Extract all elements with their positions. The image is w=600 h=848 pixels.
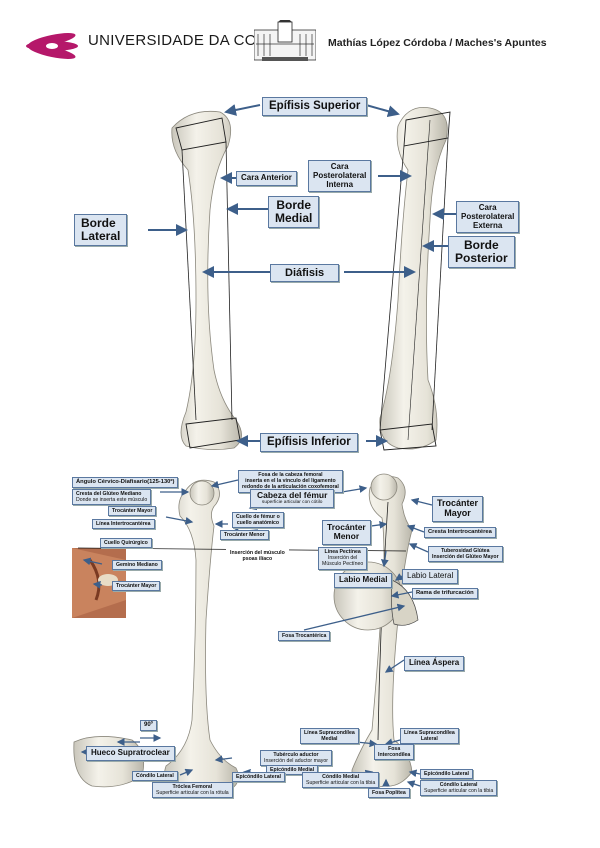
- label-insercion-psoas: Inserción del músculo psoas ilíaco: [226, 548, 289, 565]
- troclea-subtitle: Superficie articular con la rótula: [156, 790, 229, 797]
- femur-posterior-shaft: [379, 107, 451, 451]
- label-cuello-anatomico: Cuello de fémur o cuello anatómico: [232, 512, 284, 529]
- faculty-crest-image: [254, 20, 316, 64]
- cresta-gluteo-subtitle: Donde se inserta este músculo: [76, 497, 148, 504]
- label-linea-aspera: Línea Áspera: [404, 656, 465, 671]
- label-tuberculo-aductor: Tubérculo aductor Inserción del aductor …: [260, 750, 333, 767]
- condilo-lateral-title: Cóndilo Lateral: [439, 782, 478, 788]
- label-condilo-lateral-front: Cóndilo Lateral: [132, 771, 178, 782]
- author-credit: Mathías López Córdoba / Maches's Apuntes: [328, 37, 547, 49]
- label-cabeza-femur: Cabeza del fémur superficie articular co…: [250, 489, 335, 508]
- label-cresta-gluteo-mediano: Cresta del Glúteo Mediano Donde se inser…: [72, 489, 152, 506]
- label-linea-supracondilea-medial: Línea Supracondílea Medial: [300, 728, 359, 745]
- label-angulo-90: 90º: [140, 720, 157, 732]
- tuberculo-subtitle: Inserción del aductor mayor: [264, 758, 329, 765]
- label-trocanter-mayor-front: Trocánter Mayor: [108, 506, 157, 517]
- label-borde-posterior: Borde Posterior: [448, 236, 515, 269]
- label-troclea-femoral: Tróclea Femoral Superficie articular con…: [152, 782, 233, 799]
- condilo-lateral-subtitle: Superficie articular con la tibia: [424, 788, 494, 795]
- label-cara-anterior: Cara Anterior: [236, 171, 297, 186]
- university-name: UNIVERSIDADE DA CORUÑA: [88, 32, 301, 49]
- label-inset-trocanter: Trocánter Mayor: [112, 581, 161, 592]
- troclea-title: Tróclea Femoral: [172, 784, 213, 790]
- label-epicondilo-lateral-front: Epicóndilo Lateral: [232, 772, 285, 783]
- label-fosa-intercondilea: Fosa Intercondílea: [374, 744, 415, 761]
- label-trocanter-mayor-post: Trocánter Mayor: [432, 496, 484, 522]
- label-trocanter-menor-front: Trocánter Menor: [220, 530, 269, 541]
- label-condilo-lateral-post: Cóndilo Lateral Superficie articular con…: [420, 780, 498, 797]
- label-fosa-poplitea: Fosa Poplítea: [368, 788, 410, 799]
- label-cresta-intertrocanterea: Cresta Intertrocantérea: [424, 527, 496, 538]
- cresta-gluteo-title: Cresta del Glúteo Mediano: [76, 491, 142, 497]
- label-cuello-quirurgico: Cuello Quirúrgico: [100, 538, 152, 549]
- label-borde-lateral: Borde Lateral: [74, 214, 128, 247]
- label-inset-gemino: Gemino Mediano: [112, 560, 162, 571]
- label-epicondilo-medial-front: Epicóndilo Medial: [266, 765, 319, 776]
- label-fosa-cabeza-femoral: Fosa de la cabeza femoral inserta en el …: [238, 470, 343, 493]
- tuberculo-title: Tubérculo aductor: [273, 752, 319, 758]
- cabeza-femur-title: Cabeza del fémur: [257, 490, 328, 500]
- label-borde-medial: Borde Medial: [268, 196, 320, 229]
- cabeza-femur-subtitle: superficie articular con cótilo: [261, 500, 323, 506]
- linea-pectinea-subtitle: Inserción del Músculo Pectíneo: [322, 555, 364, 568]
- condilo-medial-subtitle: Superficie articular con la tibia: [306, 780, 376, 787]
- label-condilo-medial: Cóndilo Medial Superficie articular con …: [302, 772, 380, 789]
- label-tuberosidad-glutea: Tuberosidad Glútea Inserción del Glúteo …: [428, 546, 503, 563]
- label-angulo-cervico-diafisario: Ángulo Cérvico-Diafisario(125-130º): [72, 477, 179, 488]
- label-rama-trifurcacion: Rama de trifurcación: [412, 588, 478, 599]
- label-epifisis-inferior: Epífisis Inferior: [260, 433, 358, 452]
- label-labio-medial: Labio Medial: [334, 573, 393, 588]
- label-trocanter-menor-post: Trocánter Menor: [322, 520, 371, 545]
- label-hueco-supratroclear: Hueco Supratroclear: [86, 746, 175, 761]
- label-cara-posterolateral-externa: Cara Posterolateral Externa: [456, 201, 520, 234]
- linea-pectinea-title: Línea Pectínea: [324, 549, 361, 555]
- label-epifisis-superior: Epífisis Superior: [262, 97, 368, 116]
- label-labio-lateral: Labio Lateral: [402, 569, 459, 584]
- label-linea-intertrocanterea: Línea Intertrocantérea: [92, 519, 155, 530]
- label-linea-supracondilea-lateral: Línea Supracondílea Lateral: [400, 728, 459, 745]
- label-cara-posterolateral-interna: Cara Posterolateral Interna: [308, 160, 372, 193]
- label-fosa-trocanterica: Fosa Trocantérica: [278, 631, 331, 642]
- label-linea-pectinea: Línea Pectínea Inserción del Músculo Pec…: [318, 547, 368, 570]
- femur-anterior-full: [163, 479, 239, 794]
- label-diafisis: Diáfisis: [270, 264, 340, 283]
- label-epicondilo-lateral-post: Epicóndilo Lateral: [420, 769, 473, 780]
- condilo-medial-title: Cóndilo Medial: [322, 774, 360, 780]
